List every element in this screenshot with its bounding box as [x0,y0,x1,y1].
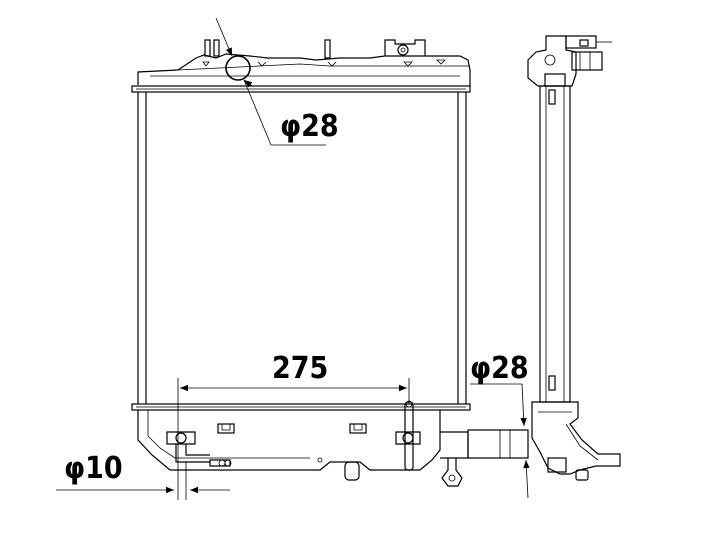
side-core [539,85,571,403]
lower-hose-dimension-label: φ28 [470,351,529,386]
upper-hose-dimension-label: φ28 [280,109,339,144]
drain-dimension-label: φ10 [64,451,123,486]
lower-hose-dimension: φ28 [470,351,530,499]
core-width-dimension: 275 [177,351,410,500]
upper-tank [137,39,471,86]
drain-dimension: φ10 [56,451,230,500]
upper-header [131,85,471,93]
radiator-core [137,92,467,404]
side-upper-fittings [527,35,612,87]
upper-hose-outlet [225,55,251,81]
lower-tank [137,410,441,481]
lower-header [131,403,471,411]
radiator-front-view [131,39,529,487]
radiator-side-view [527,35,621,481]
side-lower-fittings [531,401,621,481]
core-width-dimension-label: 275 [272,351,328,386]
upper-hose-dimension: φ28 [215,17,339,146]
lower-hose-outlet [440,429,529,487]
